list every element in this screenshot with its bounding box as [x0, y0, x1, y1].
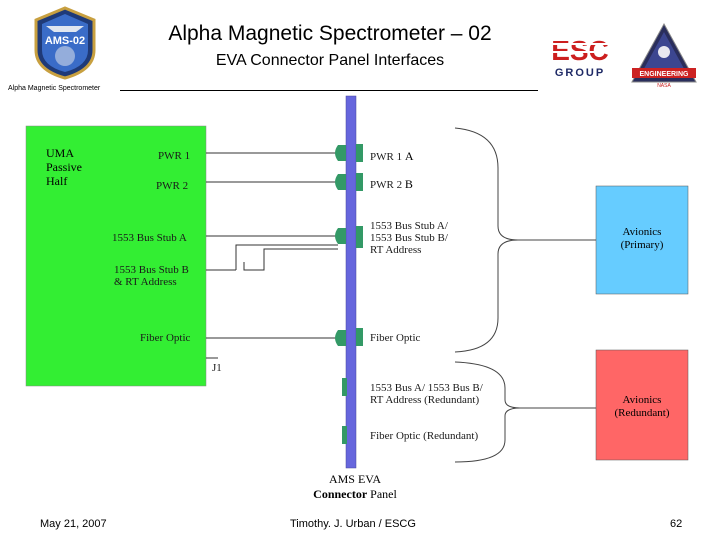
right-label-bus: 1553 Bus Stub A/ 1553 Bus Stub B/ RT Add…	[370, 220, 448, 256]
uma-label: UMA Passive Half	[46, 146, 82, 188]
escg-logo-bottom: GROUP	[555, 67, 605, 79]
redundant-bracket	[454, 361, 596, 463]
right-label-pwr1: PWR 1 A	[370, 149, 414, 163]
j1-label: J1	[212, 362, 222, 374]
footer-date: May 21, 2007	[40, 518, 107, 530]
left-label-pwr2: PWR 2	[156, 180, 189, 192]
footer-author: Timothy. J. Urban / ESCG	[290, 518, 416, 530]
connection-lines	[206, 152, 338, 359]
avionics-primary-label: Avionics (Primary)	[620, 226, 664, 251]
escg-logo-top: ESC	[551, 35, 609, 66]
engineering-logo-sub: NASA	[657, 83, 671, 89]
ams-logo-text: AMS-02	[45, 35, 85, 47]
left-label-bus-b: 1553 Bus Stub B & RT Address	[114, 264, 189, 288]
panel-label: AMS EVA Connector Panel	[313, 472, 397, 501]
connector-panel-bar	[345, 95, 357, 469]
page-title: Alpha Magnetic Spectrometer – 02	[168, 22, 492, 45]
page-subtitle: EVA Connector Panel Interfaces	[215, 52, 445, 69]
header-divider	[120, 90, 538, 91]
right-label-redundant-bus: 1553 Bus A/ 1553 Bus B/ RT Address (Redu…	[370, 382, 483, 406]
uma-box	[25, 125, 207, 387]
engineering-logo-text: ENGINEERING	[639, 71, 689, 78]
right-connectors	[342, 144, 363, 444]
left-label-fiber: Fiber Optic	[140, 332, 191, 344]
page-number: 62	[670, 518, 683, 530]
right-label-pwr2: PWR 2 B	[370, 177, 413, 191]
engineering-logo: ENGINEERING NASA	[631, 22, 697, 89]
escg-logo: ESC GROUP	[538, 35, 622, 79]
primary-bracket	[454, 127, 596, 353]
left-label-bus-a: 1553 Bus Stub A	[112, 232, 187, 244]
left-label-pwr1: PWR 1	[158, 150, 191, 162]
avionics-primary-box	[595, 185, 689, 295]
avionics-redundant-box	[595, 349, 689, 461]
ams-logo: AMS-02	[34, 6, 96, 80]
right-label-redundant-fiber: Fiber Optic (Redundant)	[370, 430, 479, 442]
right-label-fiber: Fiber Optic	[370, 332, 421, 344]
header-label: Alpha Magnetic Spectrometer	[8, 85, 101, 92]
left-connectors	[335, 145, 346, 346]
avionics-redundant-label: Avionics (Redundant)	[614, 394, 670, 419]
